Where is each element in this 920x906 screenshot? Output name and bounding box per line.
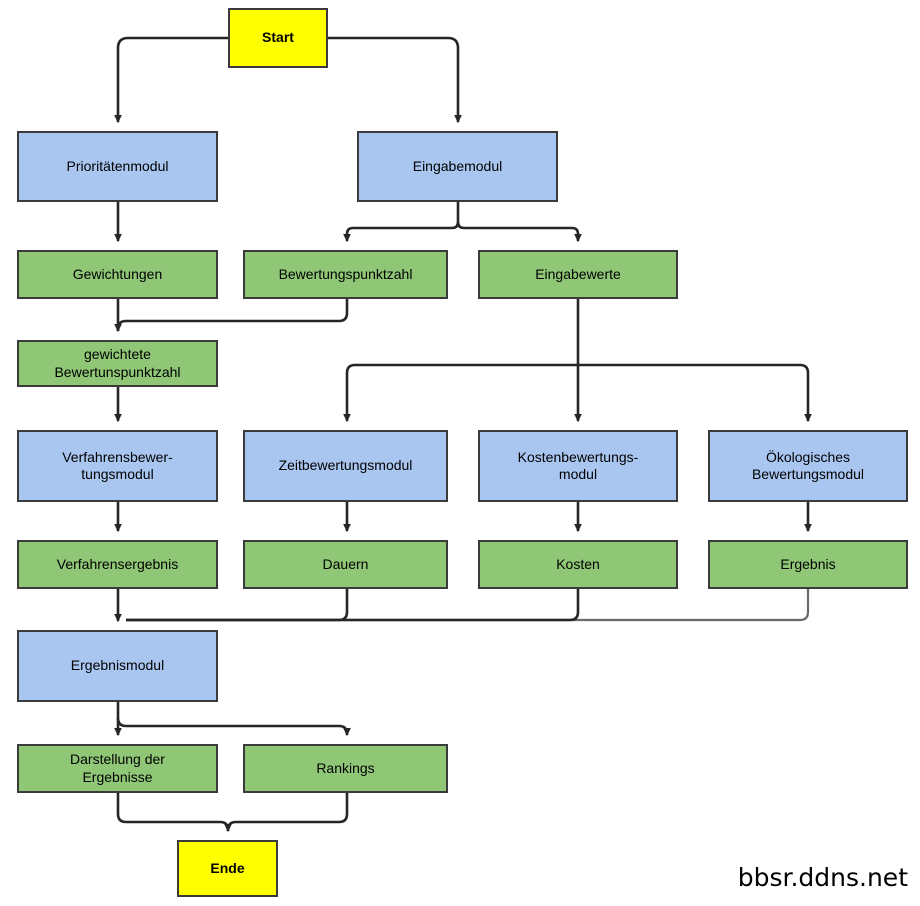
- node-darstellung-der-ergebnisse-label: Darstellung der Ergebnisse: [70, 751, 165, 785]
- edge-ergebnismodul-to-rankings: [116, 717, 351, 737]
- node-ergebnis-label: Ergebnis: [780, 555, 836, 572]
- node-bewertungspunktzahl[interactable]: Bewertungspunktzahl: [243, 250, 448, 299]
- node-oekologisches-bewertungsmodul[interactable]: Ökologisches Bewertungsmodul: [708, 430, 908, 502]
- node-eingabemodul[interactable]: Eingabemodul: [357, 131, 558, 202]
- node-zeitbewertungsmodul-label: Zeitbewertungsmodul: [278, 457, 413, 474]
- edge-start-to-prioritaetenmodul: [114, 36, 228, 124]
- node-oekologisches-bewertungsmodul-label: Ökologisches Bewertungsmodul: [751, 448, 865, 483]
- node-verfahrensergebnis-label: Verfahrensergebnis: [56, 555, 179, 572]
- edge-bewertungspunktzahl-to-gewichtete-bewertunspunktzahl: [116, 299, 349, 331]
- node-gewichtete-bewertunspunktzahl-label: gewichtete Bewertunspunktzahl: [54, 346, 181, 380]
- node-rankings-label: Rankings: [316, 759, 375, 776]
- node-ergebnis[interactable]: Ergebnis: [708, 540, 908, 589]
- edge-eingabemodul-to-eingabewerte: [456, 221, 582, 243]
- node-verfahrensergebnis[interactable]: Verfahrensergebnis: [17, 540, 218, 589]
- edge-rankings-to-ende: [226, 793, 349, 832]
- node-ende[interactable]: Ende: [177, 840, 278, 897]
- node-dauern-label: Dauern: [322, 555, 369, 572]
- node-bewertungspunktzahl-label: Bewertungspunktzahl: [278, 265, 413, 282]
- edge-start-to-eingabemodul: [328, 36, 462, 124]
- node-kostenbewertungsmodul[interactable]: Kostenbewertungs- modul: [478, 430, 678, 502]
- node-kosten-label: Kosten: [556, 555, 600, 572]
- node-start-label: Start: [262, 29, 294, 46]
- node-gewichtungen-label: Gewichtungen: [72, 265, 163, 282]
- edge-eingabewerte-to-zeitbewertungsmodul: [343, 363, 578, 423]
- node-start[interactable]: Start: [228, 8, 328, 68]
- edge-dauern-to-ergebnismodul: [126, 589, 349, 622]
- node-gewichtungen[interactable]: Gewichtungen: [17, 250, 218, 299]
- edge-darstellung-der-ergebnisse-to-ende: [116, 793, 232, 833]
- edge-eingabewerte-to-oekologisches-bewertungsmodul: [578, 363, 812, 423]
- node-dauern[interactable]: Dauern: [243, 540, 448, 589]
- node-verfahrensbewertungsmodul-label: Verfahrensbewer- tungsmodul: [62, 448, 173, 483]
- node-rankings[interactable]: Rankings: [243, 744, 448, 793]
- node-prioritaetenmodul-label: Prioritätenmodul: [66, 157, 169, 174]
- edge-eingabemodul-to-bewertungspunktzahl: [343, 221, 460, 243]
- edge-kosten-to-ergebnismodul: [126, 589, 580, 622]
- node-eingabewerte[interactable]: Eingabewerte: [478, 250, 678, 299]
- edge-ergebnis-to-ergebnismodul: [126, 589, 810, 622]
- node-gewichtete-bewertunspunktzahl[interactable]: gewichtete Bewertunspunktzahl: [17, 340, 218, 387]
- node-prioritaetenmodul[interactable]: Prioritätenmodul: [17, 131, 218, 202]
- node-darstellung-der-ergebnisse[interactable]: Darstellung der Ergebnisse: [17, 744, 218, 793]
- node-ergebnismodul[interactable]: Ergebnismodul: [17, 630, 218, 702]
- node-kosten[interactable]: Kosten: [478, 540, 678, 589]
- node-ergebnismodul-label: Ergebnismodul: [70, 657, 165, 674]
- node-eingabemodul-label: Eingabemodul: [412, 157, 503, 174]
- watermark: bbsr.ddns.net: [737, 863, 908, 892]
- node-ende-label: Ende: [210, 859, 245, 876]
- node-kostenbewertungsmodul-label: Kostenbewertungs- modul: [517, 448, 639, 483]
- node-zeitbewertungsmodul[interactable]: Zeitbewertungsmodul: [243, 430, 448, 502]
- node-verfahrensbewertungsmodul[interactable]: Verfahrensbewer- tungsmodul: [17, 430, 218, 502]
- node-eingabewerte-label: Eingabewerte: [535, 265, 621, 282]
